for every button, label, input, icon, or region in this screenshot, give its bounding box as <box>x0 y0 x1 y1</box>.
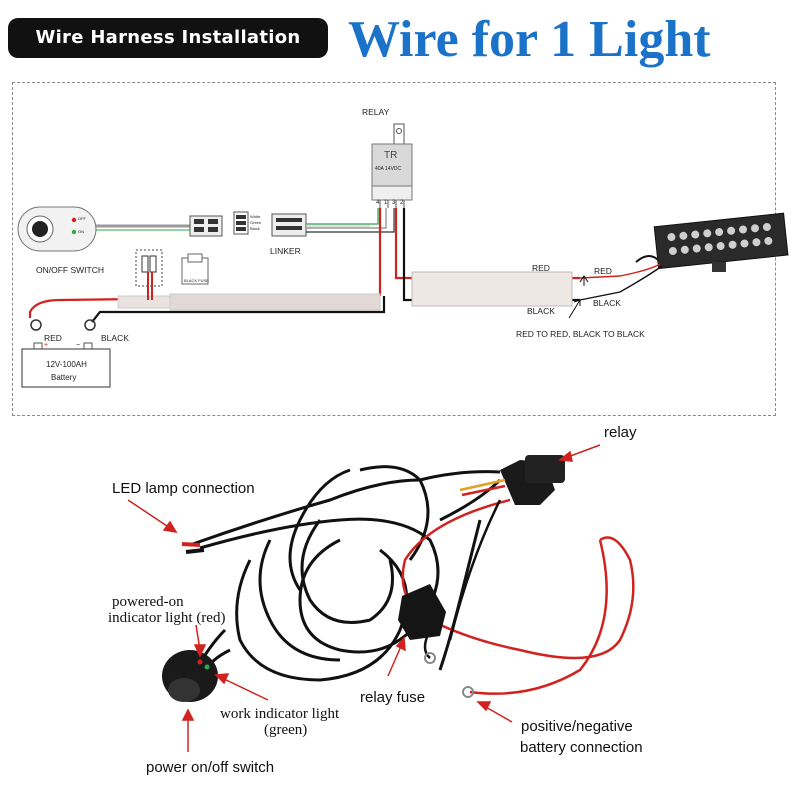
relay-pin: 1 <box>384 200 388 206</box>
battery-red-label: RED <box>44 333 62 343</box>
instruction-text: RED TO RED, BLACK TO BLACK <box>516 329 645 339</box>
switch-off-label: OFF <box>78 216 86 221</box>
led-lamp-callout: LED lamp connection <box>112 480 255 497</box>
battery-name: Battery <box>51 373 77 382</box>
relay-pin: 4 <box>376 200 380 206</box>
linker-wire-black: Black <box>250 226 260 231</box>
wire-black-label: BLACK <box>527 306 555 316</box>
relay-fuse-icon <box>398 584 446 640</box>
powered-on-callout-line2: indicator light (red) <box>108 610 226 626</box>
relay-rating: 40A 14VDC <box>375 166 402 172</box>
relay-icon <box>371 123 413 208</box>
wire-red-label: RED <box>532 263 550 273</box>
relay-pin: 2 <box>400 200 404 206</box>
light-bar-icon <box>635 212 789 272</box>
battery-connection-callout: positive/negative <box>521 718 633 735</box>
work-indicator-callout-line2: (green) <box>264 722 308 738</box>
relay-connector-icon <box>459 455 565 505</box>
fuse-label: BLACK FUSE <box>184 278 209 283</box>
relay-label: RELAY <box>362 107 390 117</box>
battery-black-label: BLACK <box>101 333 129 343</box>
switch-label: ON/OFF SWITCH <box>36 265 104 275</box>
powered-on-callout: powered-on <box>112 594 184 610</box>
battery-plus: + <box>44 342 49 349</box>
battery-minus: − <box>76 342 81 349</box>
fuse-icon <box>181 253 209 285</box>
relay-callout: relay <box>604 424 637 441</box>
annotation-arrows <box>127 444 601 752</box>
relay-fuse-callout: relay fuse <box>360 689 426 706</box>
fuse-holder-icon <box>141 255 157 273</box>
page-title: Wire for 1 Light <box>348 11 711 68</box>
battery-connection-callout-line2: battery connection <box>520 739 643 756</box>
harness-coil-icon <box>189 465 502 682</box>
power-switch-callout: power on/off switch <box>146 759 275 776</box>
light-black-label: BLACK <box>593 298 621 308</box>
switch-icon <box>17 206 97 252</box>
work-indicator-callout: work indicator light <box>220 706 340 722</box>
power-switch-icon <box>162 628 227 702</box>
light-red-label: RED <box>594 266 612 276</box>
section-badge: Wire Harness Installation <box>8 18 328 58</box>
relay-code: TR <box>384 150 398 161</box>
linker-icon <box>233 211 249 235</box>
linker-wire-green: Green <box>250 220 262 225</box>
socket-connector-icon <box>271 213 307 237</box>
plug-connector-icon <box>189 215 223 237</box>
relay-pin: 3 <box>392 200 396 206</box>
switch-on-label: ON <box>78 229 84 234</box>
battery-spec: 12V-100AH <box>46 360 87 369</box>
linker-wire-white: White <box>250 214 261 219</box>
linker-label: LINKER <box>270 246 301 256</box>
battery-icon <box>21 342 111 388</box>
